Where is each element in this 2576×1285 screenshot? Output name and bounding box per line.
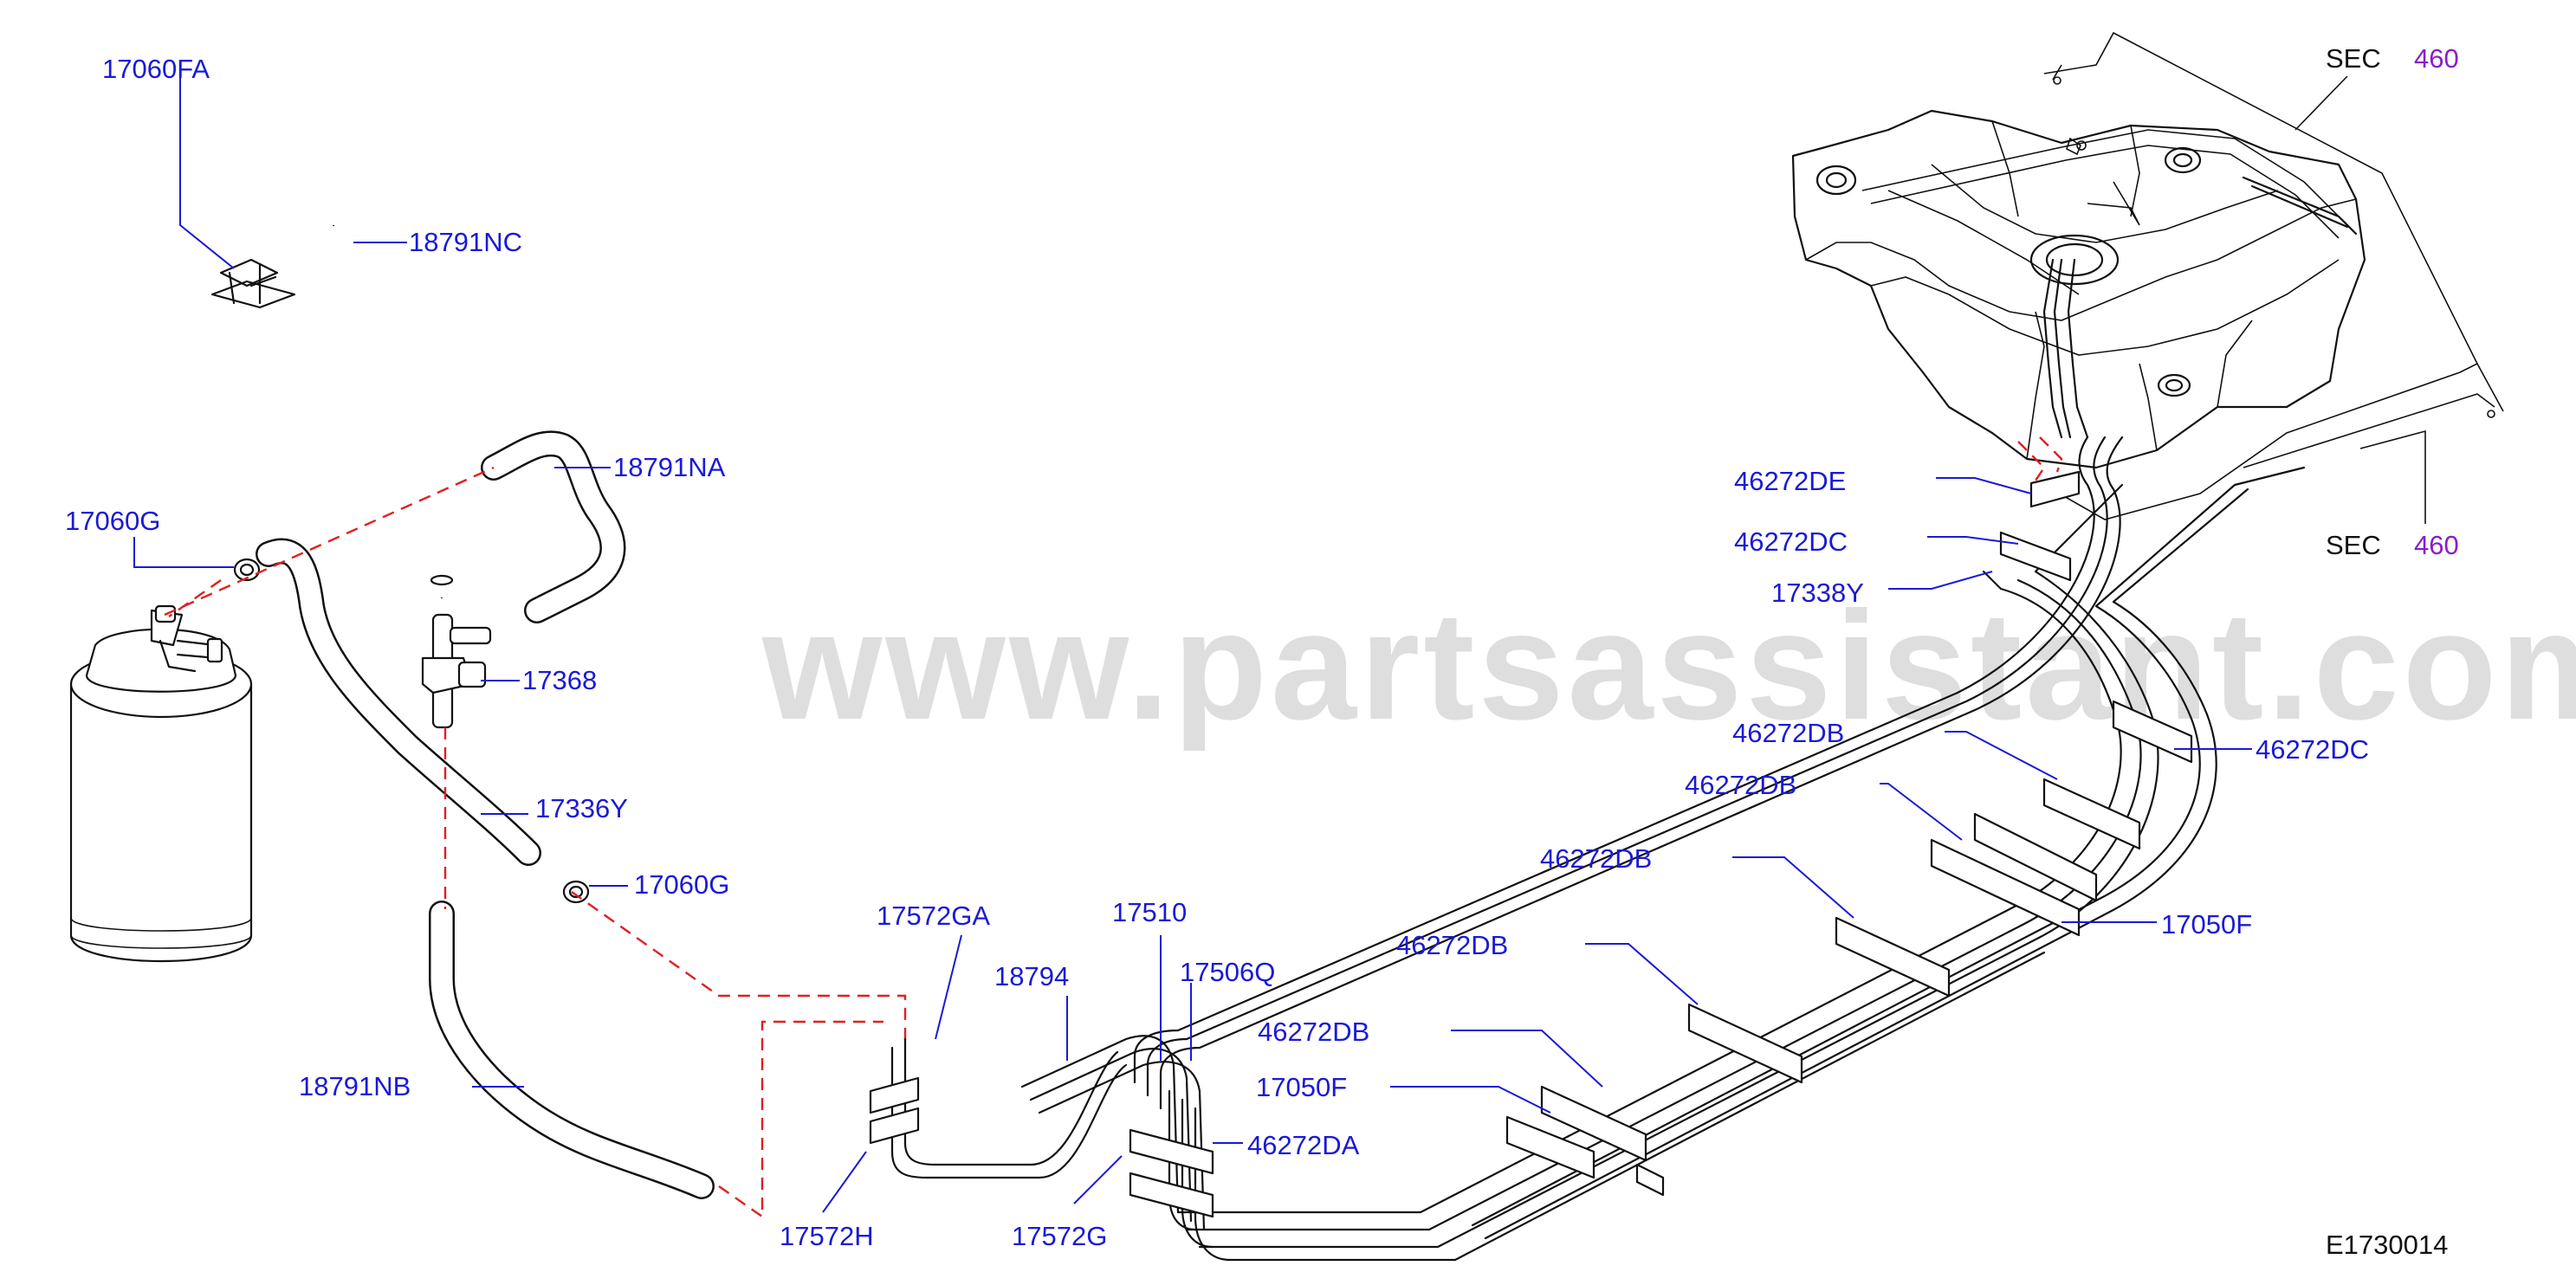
callout-46272db-2: 46272DB xyxy=(1396,930,1508,960)
callout-17060g-upper: 17060G xyxy=(65,506,160,536)
callout-17050f-left: 17050F xyxy=(1256,1072,1347,1102)
callout-46272db-5: 46272DB xyxy=(1732,718,1844,748)
callout-46272de: 46272DE xyxy=(1734,466,1846,496)
clamp-17060g-lower xyxy=(562,880,590,904)
callout-18794: 18794 xyxy=(994,961,1069,991)
diagram-id: E1730014 xyxy=(2326,1230,2448,1260)
callout-labels: 17060FA 18791NC 18791NA 17060G 17368 173… xyxy=(65,54,2369,1251)
callout-18791nb: 18791NB xyxy=(299,1071,411,1101)
callout-17506q: 17506Q xyxy=(1180,957,1275,987)
callout-17572g: 17572G xyxy=(1012,1221,1107,1251)
connector-17368 xyxy=(421,613,492,729)
sec-ref-bottom-number: 460 xyxy=(2414,530,2459,560)
callout-17572ga: 17572GA xyxy=(877,901,990,931)
sec-ref-top-number: 460 xyxy=(2414,43,2459,74)
watermark-text: www.partsassistant.com xyxy=(761,579,2576,752)
evap-canister xyxy=(69,604,253,962)
callout-17060fa: 17060FA xyxy=(102,54,210,84)
callout-46272db-3: 46272DB xyxy=(1540,843,1652,874)
callout-17336y: 17336Y xyxy=(535,793,628,823)
callout-17510: 17510 xyxy=(1112,897,1187,927)
callout-17050f-right: 17050F xyxy=(2161,909,2252,940)
callout-17338y: 17338Y xyxy=(1771,578,1864,608)
connection-dashes xyxy=(164,436,2063,1219)
callout-18791na: 18791NA xyxy=(613,452,726,482)
callout-46272dc-left: 46272DC xyxy=(1734,526,1848,557)
fuel-tank xyxy=(1791,31,2504,520)
line-clips xyxy=(869,470,2193,1218)
callout-46272da: 46272DA xyxy=(1247,1130,1360,1160)
callout-18791nc: 18791NC xyxy=(409,227,522,257)
clamp-17060g-upper xyxy=(233,558,261,582)
callout-17572h: 17572H xyxy=(780,1221,874,1251)
leader-lines xyxy=(133,78,2252,1213)
callout-17368: 17368 xyxy=(522,665,597,695)
sec-ref-bottom-prefix: SEC xyxy=(2326,530,2381,560)
sec-ref-top-prefix: SEC xyxy=(2326,43,2381,74)
callout-46272db-1: 46272DB xyxy=(1258,1017,1369,1047)
callout-46272db-4: 46272DB xyxy=(1685,770,1796,800)
callout-17060g-lower: 17060G xyxy=(634,869,729,900)
clip-17060fa xyxy=(210,258,296,309)
callout-46272dc-right: 46272DC xyxy=(2256,734,2369,765)
